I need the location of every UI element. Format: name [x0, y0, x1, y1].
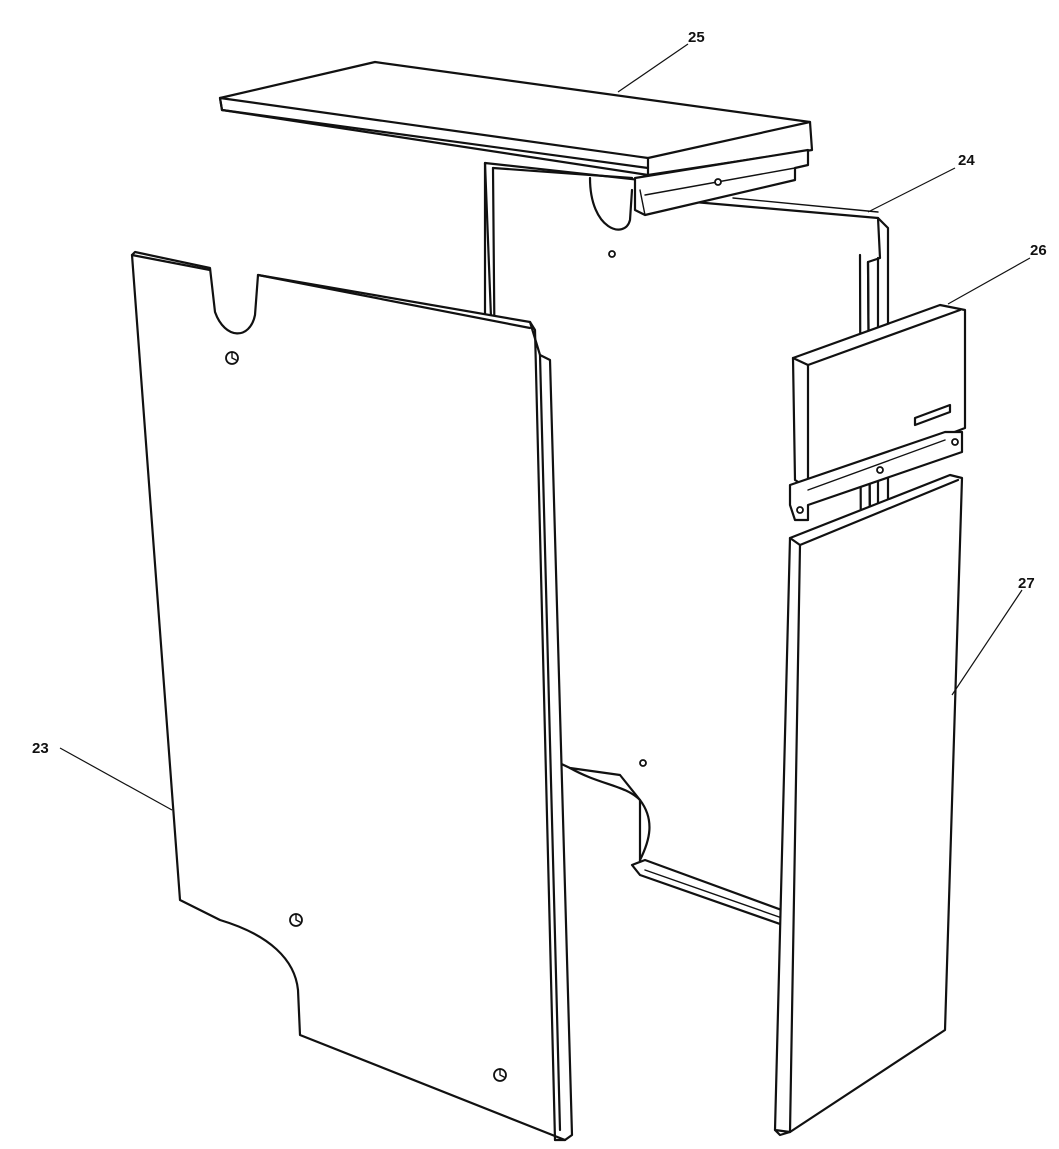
leader-27: [951, 589, 1023, 696]
callout-23: 23: [32, 740, 49, 757]
callout-25: 25: [688, 29, 705, 46]
part-26-upper-front-panel: [788, 303, 967, 522]
part-23-side-panel: [130, 250, 574, 1142]
callout-24: 24: [958, 152, 975, 169]
leader-lines: [59, 43, 1031, 811]
part-27-lower-front-panel: [773, 473, 964, 1137]
leader-25: [617, 43, 689, 93]
callout-labels: 23 24 25 26 27: [32, 29, 1047, 757]
leader-24: [867, 167, 956, 213]
callout-26: 26: [1030, 242, 1047, 259]
leader-26: [947, 257, 1031, 305]
part-25-top-lid: [218, 60, 814, 217]
leader-23: [59, 747, 173, 811]
callout-27: 27: [1018, 575, 1035, 592]
